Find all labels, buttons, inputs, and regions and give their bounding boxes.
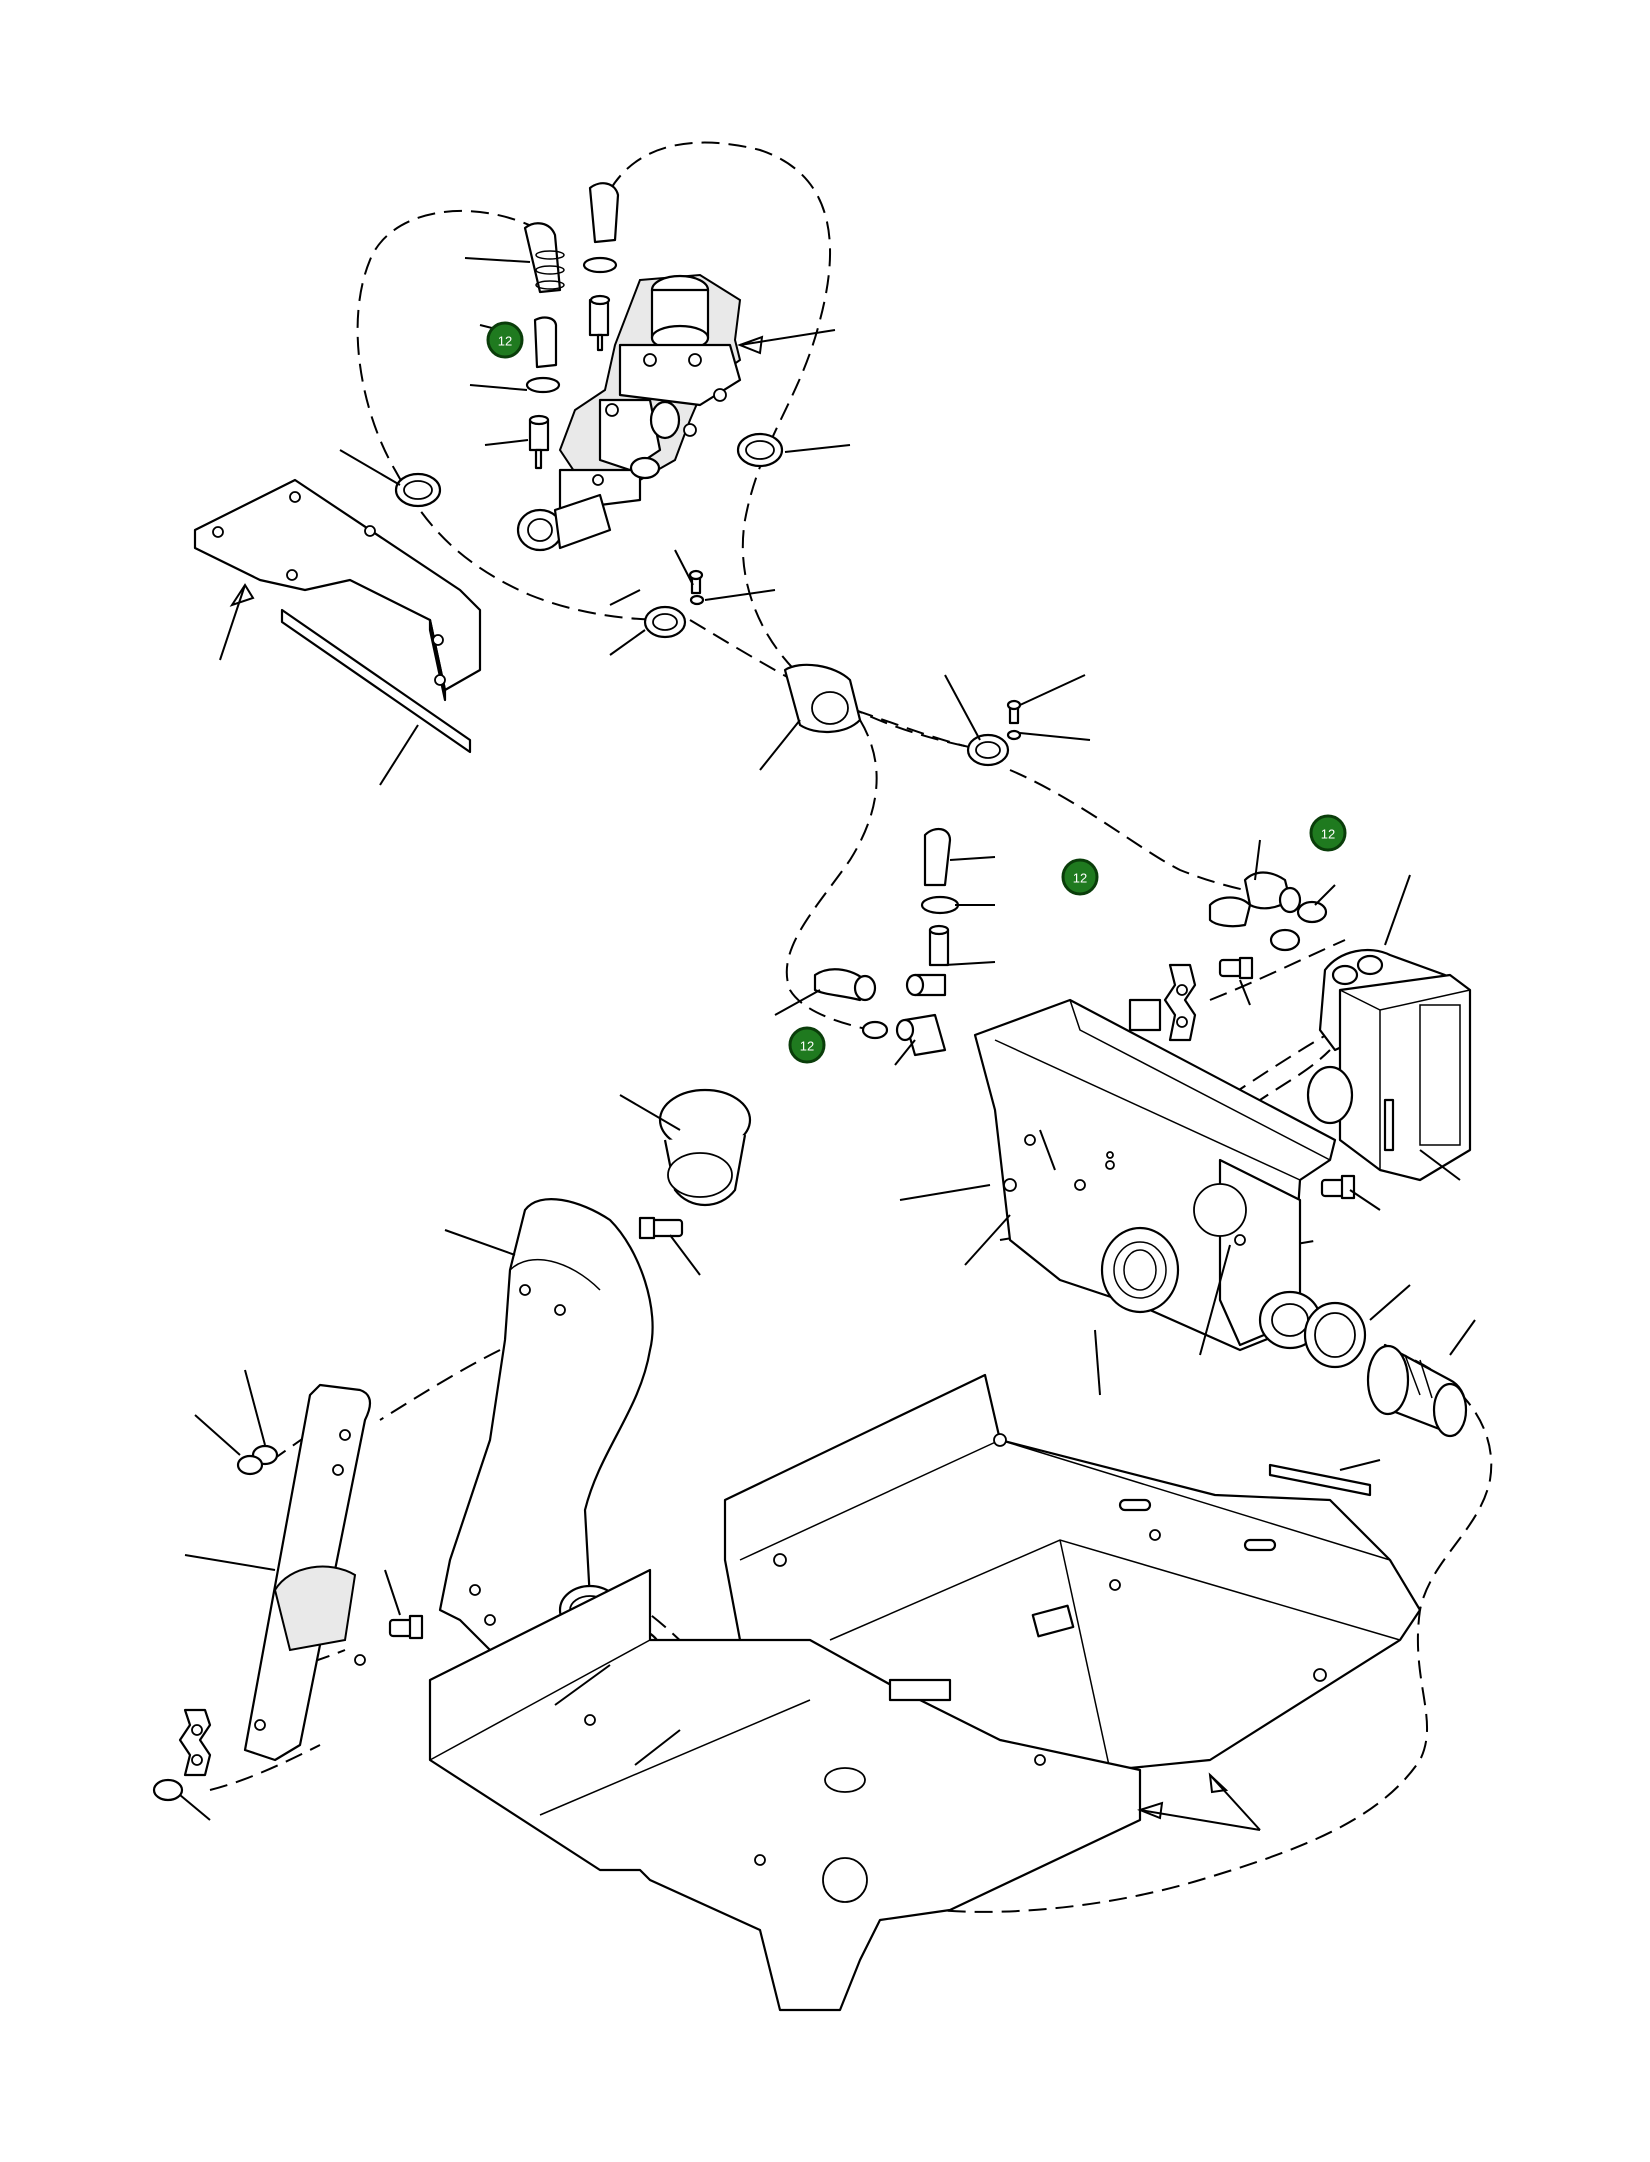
center-hose-coupler xyxy=(643,569,1022,767)
callout-leader-lines xyxy=(179,257,1476,1831)
middle-hose-fittings xyxy=(813,827,1328,1057)
badge-12-middle: 12 xyxy=(1061,858,1099,896)
badge-12-right: 12 xyxy=(1309,814,1347,852)
lower-left-clip xyxy=(152,1444,279,1802)
rubber-strip xyxy=(1268,1463,1372,1497)
badge-12-lower-middle: 12 xyxy=(788,1026,826,1064)
svg-text:12: 12 xyxy=(1073,871,1087,886)
floor-panel xyxy=(723,1373,1422,1772)
heater-box xyxy=(973,998,1337,1352)
heater-core-unit xyxy=(1306,948,1472,1182)
badge-12-upper-left: 12 xyxy=(486,321,524,359)
right-outlet-hose xyxy=(1303,1301,1468,1438)
callout-badges: 12 12 12 12 xyxy=(486,321,1347,1064)
upper-hose-fittings xyxy=(394,182,784,508)
svg-text:12: 12 xyxy=(800,1039,814,1054)
svg-text:12: 12 xyxy=(1321,827,1335,842)
svg-text:12: 12 xyxy=(498,334,512,349)
left-mounting-bracket xyxy=(193,478,482,754)
heater-bracket-fasteners xyxy=(1163,956,1356,1200)
lower-floor-panel xyxy=(428,1568,1142,2012)
duct-sleeve xyxy=(638,1088,752,1240)
valve-assembly xyxy=(516,273,742,552)
left-mounting-plate xyxy=(243,1383,424,1762)
